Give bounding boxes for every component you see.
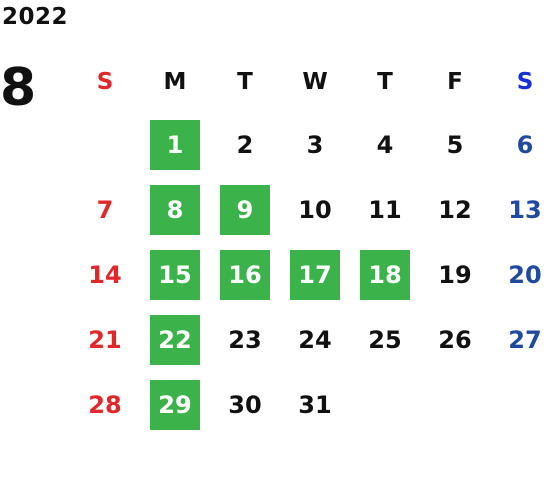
year-label: 2022 <box>2 4 69 30</box>
day-cell[interactable]: 10 <box>280 185 350 235</box>
day-number <box>80 120 130 170</box>
day-cell[interactable]: 17 <box>280 249 350 300</box>
highlighted-day-number: 18 <box>360 249 410 300</box>
day-cell[interactable]: 11 <box>350 185 420 235</box>
weekday-header-saturday: S <box>516 69 534 95</box>
day-number <box>430 380 480 430</box>
highlighted-day-number: 1 <box>150 119 200 170</box>
highlighted-day-number: 15 <box>150 249 200 300</box>
weekday-header-tuesday: T <box>237 69 253 95</box>
day-cell[interactable]: 20 <box>490 250 548 300</box>
day-cell[interactable]: 1 <box>140 119 210 170</box>
day-number: 28 <box>88 390 122 419</box>
day-cell <box>490 380 548 430</box>
highlighted-day-number: 17 <box>290 249 340 300</box>
day-number: 25 <box>368 325 402 354</box>
day-cell[interactable]: 12 <box>420 185 490 235</box>
weekday-header-sunday: S <box>96 69 114 95</box>
day-cell <box>420 380 490 430</box>
day-cell[interactable]: 28 <box>70 380 140 430</box>
day-number: 2 <box>236 130 254 159</box>
month-label: 8 <box>0 58 37 118</box>
highlighted-day-number: 9 <box>220 184 270 235</box>
day-number: 12 <box>438 195 472 224</box>
day-cell[interactable]: 8 <box>140 184 210 235</box>
day-cell <box>350 380 420 430</box>
day-number: 31 <box>298 390 332 419</box>
calendar-week-row: 1 2 3 4 5 6 <box>70 112 548 177</box>
day-cell[interactable]: 22 <box>140 314 210 365</box>
day-cell[interactable]: 6 <box>490 120 548 170</box>
weekday-header-friday: F <box>447 69 463 95</box>
day-number: 10 <box>298 195 332 224</box>
day-cell[interactable]: 21 <box>70 315 140 365</box>
weekday-header-wednesday: W <box>302 69 328 95</box>
day-number: 19 <box>438 260 472 289</box>
day-cell <box>70 120 140 170</box>
highlighted-day-number: 22 <box>150 314 200 365</box>
day-cell[interactable]: 5 <box>420 120 490 170</box>
weekday-header-thursday: T <box>377 69 393 95</box>
day-cell[interactable]: 31 <box>280 380 350 430</box>
day-number: 26 <box>438 325 472 354</box>
day-cell[interactable]: 29 <box>140 379 210 430</box>
day-cell[interactable]: 19 <box>420 250 490 300</box>
day-cell[interactable]: 3 <box>280 120 350 170</box>
day-cell[interactable]: 30 <box>210 380 280 430</box>
day-number: 4 <box>376 130 394 159</box>
highlighted-day-number: 16 <box>220 249 270 300</box>
day-cell[interactable]: 13 <box>490 185 548 235</box>
day-cell[interactable]: 15 <box>140 249 210 300</box>
day-number: 23 <box>228 325 262 354</box>
day-number: 13 <box>508 195 542 224</box>
day-cell[interactable]: 18 <box>350 249 420 300</box>
day-cell[interactable]: 26 <box>420 315 490 365</box>
highlighted-day-number: 29 <box>150 379 200 430</box>
calendar-week-row: 21 22 23 24 25 26 27 <box>70 307 548 372</box>
day-number <box>500 380 548 430</box>
day-number <box>360 380 410 430</box>
day-number: 11 <box>368 195 402 224</box>
weekday-header-monday: M <box>163 69 187 95</box>
day-number: 20 <box>508 260 542 289</box>
day-cell[interactable]: 14 <box>70 250 140 300</box>
day-number: 6 <box>516 130 534 159</box>
day-number: 27 <box>508 325 542 354</box>
calendar-week-row: 14 15 16 17 18 19 20 <box>70 242 548 307</box>
day-number: 5 <box>446 130 464 159</box>
day-cell[interactable]: 2 <box>210 120 280 170</box>
day-number: 7 <box>96 195 114 224</box>
day-cell[interactable]: 24 <box>280 315 350 365</box>
day-cell[interactable]: 25 <box>350 315 420 365</box>
day-cell[interactable]: 9 <box>210 184 280 235</box>
day-cell[interactable]: 16 <box>210 249 280 300</box>
calendar-week-row: 28 29 30 31 <box>70 372 548 437</box>
day-number: 14 <box>88 260 122 289</box>
day-number: 24 <box>298 325 332 354</box>
day-cell[interactable]: 23 <box>210 315 280 365</box>
day-cell[interactable]: 7 <box>70 185 140 235</box>
weekday-header-row: S M T W T F S <box>70 52 548 112</box>
day-cell[interactable]: 27 <box>490 315 548 365</box>
highlighted-day-number: 8 <box>150 184 200 235</box>
day-cell[interactable]: 4 <box>350 120 420 170</box>
day-number: 3 <box>306 130 324 159</box>
day-number: 30 <box>228 390 262 419</box>
day-number: 21 <box>88 325 122 354</box>
